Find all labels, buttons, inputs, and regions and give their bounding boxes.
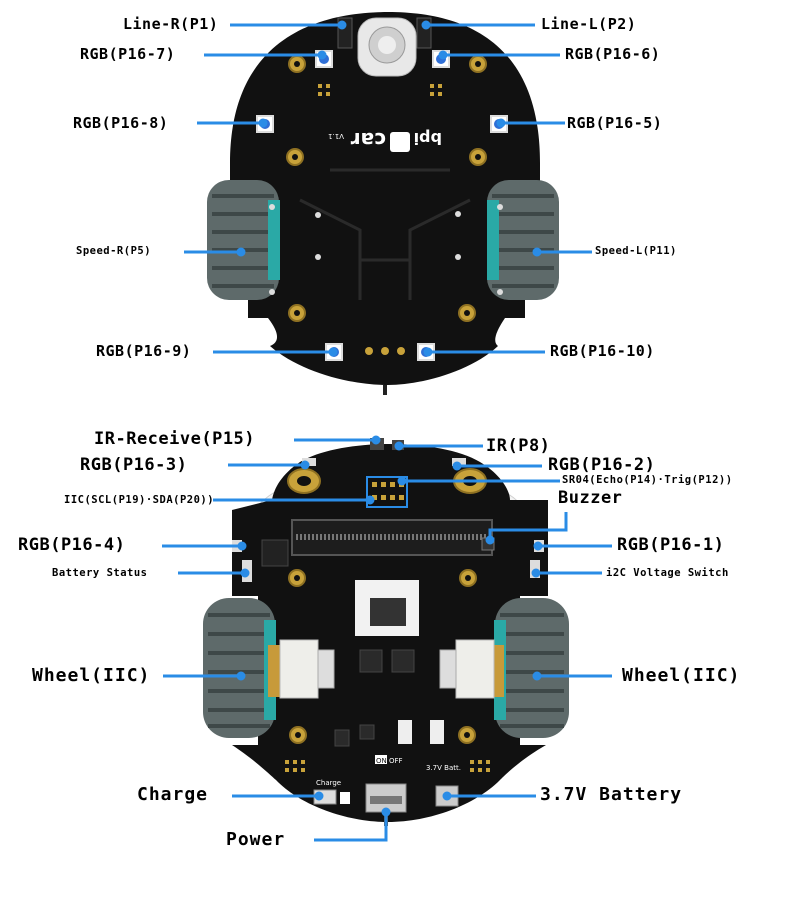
label-rgb-p16-6: RGB(P16-6) (565, 45, 661, 63)
top-left-tire (487, 180, 559, 300)
top-view: bpi car V1.1 (184, 12, 592, 395)
sr04-header (366, 476, 408, 508)
label-ir: IR(P8) (486, 436, 551, 456)
silk-charge: Charge (316, 779, 341, 787)
top-right-tire (207, 180, 280, 300)
label-buzzer: Buzzer (558, 488, 623, 508)
caster-ball (357, 17, 417, 77)
label-rgb-p16-7: RGB(P16-7) (80, 45, 176, 63)
right-motor (439, 639, 504, 699)
label-speed-l: Speed-L(P11) (595, 245, 677, 257)
left-motor (268, 639, 335, 699)
label-wheel-left: Wheel(IIC) (32, 665, 151, 686)
silk-on: ON (376, 757, 387, 765)
label-rgb-p16-3: RGB(P16-3) (80, 455, 188, 475)
label-iic: IIC(SCL(P19)·SDA(P20)) (64, 494, 215, 506)
label-wheel-right: Wheel(IIC) (622, 665, 741, 686)
label-rgb-p16-10: RGB(P16-10) (550, 342, 655, 360)
label-sr04: SR04(Echo(P14)·Trig(P12)) (562, 474, 733, 486)
label-rgb-p16-1: RGB(P16-1) (617, 535, 725, 555)
label-rgb-p16-5: RGB(P16-5) (567, 114, 663, 132)
label-speed-r: Speed-R(P5) (76, 245, 152, 257)
pcb-logo-bpi: bpi (414, 129, 442, 148)
label-battery-status: Battery Status (52, 567, 148, 579)
label-ir-receive: IR-Receive(P15) (94, 429, 256, 449)
pcb-logo-car: car (351, 128, 386, 152)
label-line-l: Line-L(P2) (541, 15, 637, 33)
label-rgb-p16-8: RGB(P16-8) (73, 114, 169, 132)
label-rgb-p16-2: RGB(P16-2) (548, 455, 656, 475)
power-switch (365, 783, 407, 826)
top-pcb-board (230, 12, 540, 385)
label-line-r: Line-R(P1) (123, 15, 219, 33)
label-3-7v-battery: 3.7V Battery (540, 784, 683, 805)
label-i2c-voltage-switch: i2C Voltage Switch (606, 567, 729, 579)
label-power: Power (226, 829, 286, 850)
bottom-right-tire (494, 598, 569, 738)
label-charge: Charge (137, 784, 209, 805)
bottom-view: ON OFF Charge 3.7V Batt. (162, 435, 612, 842)
pcb-version: V1.1 (328, 132, 344, 140)
silk-batt: 3.7V Batt. (426, 764, 461, 772)
bottom-left-tire (203, 598, 276, 738)
label-rgb-p16-9: RGB(P16-9) (96, 342, 192, 360)
silk-off: OFF (389, 757, 403, 765)
label-rgb-p16-4: RGB(P16-4) (18, 535, 126, 555)
